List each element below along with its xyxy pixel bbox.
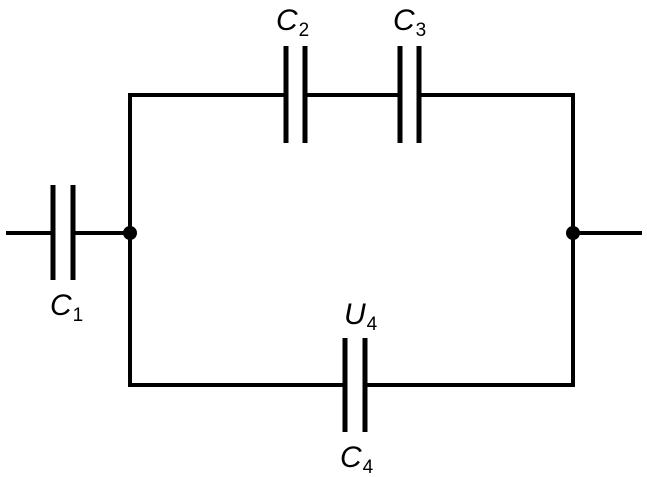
junction-node-right — [566, 226, 580, 240]
label-c3: C3 — [393, 4, 427, 41]
label-c4: C4 — [340, 441, 374, 477]
label-c2: C2 — [276, 4, 310, 41]
junction-node-left — [123, 226, 137, 240]
label-u4: U4 — [344, 298, 378, 335]
label-c1: C1 — [50, 289, 84, 326]
